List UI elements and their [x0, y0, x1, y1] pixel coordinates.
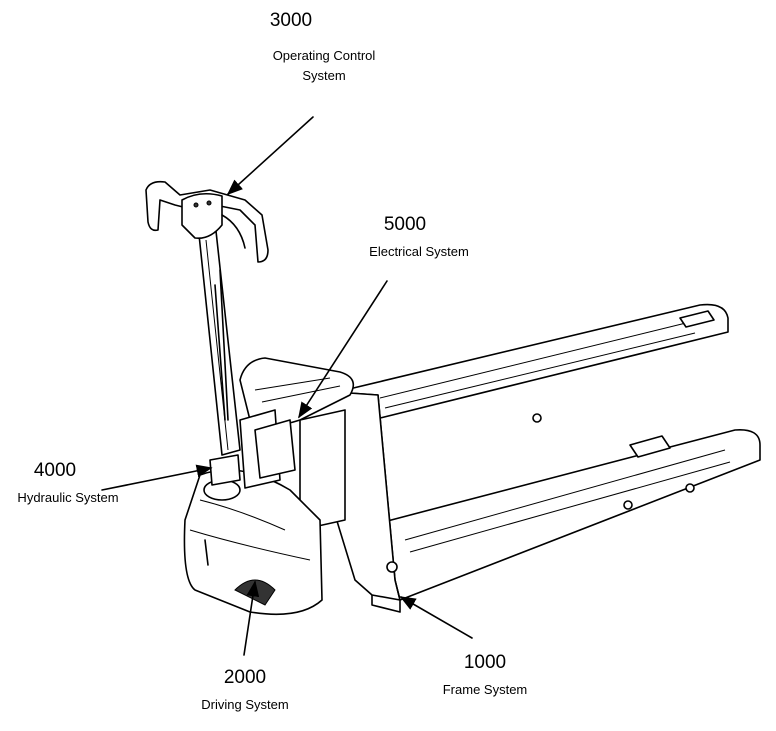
callout-4000: 4000 Hydraulic System: [0, 460, 119, 508]
arrow-4000: [101, 464, 213, 491]
callout-name: Operating Control: [272, 48, 376, 63]
fork-left: [344, 303, 729, 423]
callout-name: Hydraulic System: [17, 490, 119, 505]
callout-3000: 3000 Operating Control System: [207, 10, 376, 86]
callout-code: 3000: [269, 10, 313, 31]
callout-code: 5000: [383, 214, 427, 235]
arrow-2000: [243, 580, 260, 656]
callout-1000: 1000 Frame System: [443, 652, 528, 700]
frame-body: [239, 357, 401, 601]
tiller-handle: [145, 180, 269, 456]
callout-name: Frame System: [442, 682, 528, 697]
arrow-5000: [298, 280, 388, 419]
arrow-1000: [399, 596, 473, 639]
callout-code: 4000: [33, 460, 77, 481]
drive-unit: [183, 409, 323, 616]
callout-code: 2000: [223, 667, 267, 688]
callout-2000: 2000 Driving System: [201, 667, 288, 715]
callout-name-line2: System: [302, 68, 346, 83]
arrow-3000: [226, 116, 314, 196]
callout-name: Electrical System: [369, 244, 469, 259]
fork-right: [371, 428, 761, 613]
callout-code: 1000: [463, 652, 507, 673]
callout-name: Driving System: [201, 697, 289, 712]
callout-5000: 5000 Electrical System: [341, 214, 469, 262]
